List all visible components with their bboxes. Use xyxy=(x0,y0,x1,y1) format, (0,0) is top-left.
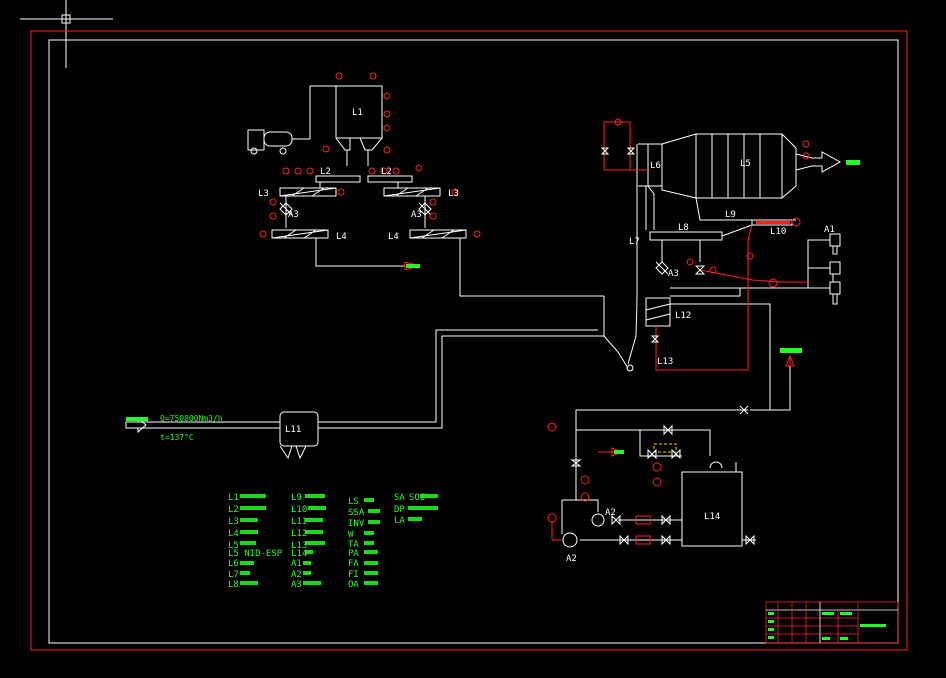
label-L11: L11 xyxy=(285,425,301,435)
legend-col2-5: L14 xyxy=(291,549,307,559)
equipment-labels: L1 L2 L2 L3 L3 L4 L4 A3 A3 A3 L5 L6 L7 L… xyxy=(258,108,835,564)
legend: L1 L2 L3 L4 L5 L5 NID-ESP L6 L7 L8 L9 L1… xyxy=(228,493,425,590)
silo-section xyxy=(247,85,604,297)
legend-col2-1: L10 xyxy=(291,505,307,515)
inlet-arrow xyxy=(125,416,148,434)
esp-section xyxy=(136,133,842,548)
legend-col2-8: A3 xyxy=(291,580,302,590)
legend-col4-1: DP xyxy=(394,505,405,515)
valve-glyphs xyxy=(570,147,755,546)
legend-col4-0: SA xyxy=(394,493,405,503)
label-L4a: L4 xyxy=(336,232,347,242)
screw-L4-right xyxy=(409,229,467,239)
ash-label xyxy=(780,348,802,353)
legend-col1-6: L6 xyxy=(228,559,239,569)
legend-col2-3: L12 xyxy=(291,529,307,539)
sampler-A1 xyxy=(829,233,841,305)
title-block xyxy=(765,601,899,644)
screw-L3-right xyxy=(383,187,441,197)
feeder-L2-right xyxy=(367,175,413,183)
dust-hopper-marks xyxy=(756,221,790,224)
legend-col3-7: FI xyxy=(348,570,359,580)
legend-col1-4: L5 xyxy=(228,541,239,551)
label-L2b: L2 xyxy=(381,167,392,177)
label-L10: L10 xyxy=(770,227,786,237)
legend-col1-5: L5 NID-ESP xyxy=(228,549,283,559)
legend-col2-4: L13 xyxy=(291,541,307,551)
legend-col3-3: W xyxy=(348,530,354,540)
label-L13: L13 xyxy=(657,357,673,367)
legend-col3-0: LS xyxy=(348,497,359,507)
legend-col1-2: L3 xyxy=(228,517,239,527)
silo-outlet-arrow xyxy=(404,261,422,271)
screw-L4-left xyxy=(271,229,329,239)
legend-col1-3: L4 xyxy=(228,529,239,539)
legend-col3-6: FA xyxy=(348,559,359,569)
legend-col4-2: LA xyxy=(394,516,405,526)
label-L3b: L3 xyxy=(448,189,459,199)
chamber-L8 xyxy=(649,231,723,241)
silo-L1 xyxy=(335,85,383,139)
label-L5: L5 xyxy=(740,159,751,169)
legend-col2-7: A2 xyxy=(291,570,302,580)
legend-col3-2: INV xyxy=(348,519,365,529)
label-L9: L9 xyxy=(725,210,736,220)
legend-col1-1: L2 xyxy=(228,505,239,515)
title-block-text xyxy=(768,612,886,640)
water-label xyxy=(614,450,624,454)
label-A3a: A3 xyxy=(288,210,299,220)
temp-annotation: t=137°C xyxy=(160,433,194,442)
label-A3b: A3 xyxy=(411,210,422,220)
legend-col2-6: A1 xyxy=(291,559,302,569)
legend-col3-5: PA xyxy=(348,549,359,559)
legend-col2-2: L11 xyxy=(291,517,307,527)
label-L12: L12 xyxy=(675,311,691,321)
label-A2b: A2 xyxy=(566,554,577,564)
legend-col1-8: L8 xyxy=(228,580,239,590)
esp-L5 xyxy=(661,133,797,199)
legend-descriptions xyxy=(240,494,438,585)
label-L7: L7 xyxy=(629,237,640,247)
legend-col1-0: L1 xyxy=(228,493,239,503)
stack-label xyxy=(846,160,860,165)
mixer-L12 xyxy=(645,297,671,327)
label-L3a: L3 xyxy=(258,189,269,199)
legend-col4-suffix-0: SO2 xyxy=(409,493,425,503)
label-L6: L6 xyxy=(650,161,661,171)
inner-frame xyxy=(48,39,899,644)
cooler-L11 xyxy=(279,411,319,447)
tank-L14 xyxy=(681,471,743,547)
pump-A2-lower xyxy=(562,532,578,548)
flow-annotation: Q=750000Nm3/h xyxy=(160,414,223,423)
bypass-box xyxy=(653,443,677,453)
label-L4b: L4 xyxy=(388,232,399,242)
legend-col2-0: L9 xyxy=(291,493,302,503)
label-L1: L1 xyxy=(352,108,363,118)
valve-glyphs-silo xyxy=(279,202,432,216)
legend-col3-4: TA xyxy=(348,540,359,550)
legend-col1-7: L7 xyxy=(228,570,239,580)
label-A3c: A3 xyxy=(668,269,679,279)
crosshair-cursor xyxy=(20,0,113,68)
legend-col3-1: SSA xyxy=(348,508,365,518)
outer-frame xyxy=(30,30,908,651)
feeder-L2-left xyxy=(315,175,361,183)
label-L14: L14 xyxy=(704,512,720,522)
label-A2a: A2 xyxy=(605,508,616,518)
label-L2a: L2 xyxy=(320,167,331,177)
instruments-silo xyxy=(259,72,481,238)
label-A1: A1 xyxy=(824,225,835,235)
screw-L3-left xyxy=(279,187,337,197)
legend-col3-8: OA xyxy=(348,580,359,590)
label-L8: L8 xyxy=(678,223,689,233)
pump-A2-upper xyxy=(591,513,605,527)
